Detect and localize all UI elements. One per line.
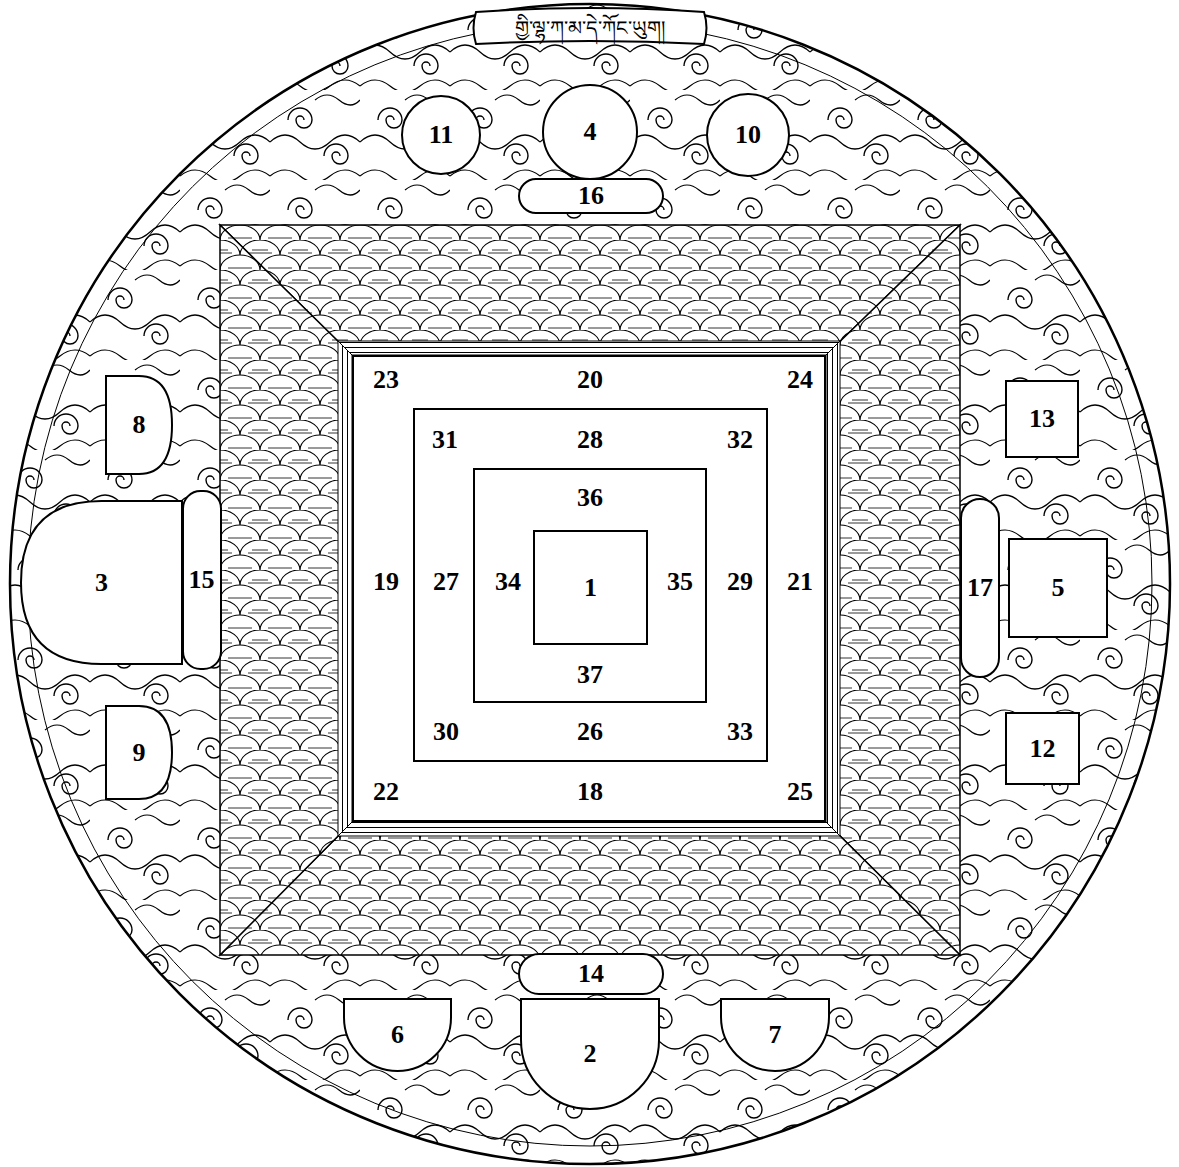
callout-number: 21 <box>787 569 813 595</box>
slot-outline-path <box>344 999 451 1071</box>
mandala-slot: 2 <box>520 998 660 1110</box>
callout-number: 5 <box>1052 575 1065 601</box>
mandala-slot: 4 <box>542 84 638 180</box>
mandala-slot: 6 <box>343 998 452 1072</box>
callout-number: 32 <box>727 427 753 453</box>
callout-number: 20 <box>577 367 603 393</box>
callout-number: 37 <box>577 662 603 688</box>
mandala-slot: 7 <box>720 998 830 1072</box>
mandala-slot: 17 <box>960 498 1000 678</box>
hatched-border <box>338 341 840 836</box>
callout-number: 29 <box>727 569 753 595</box>
mandala-square: 31 28 32 27 29 30 26 33 36 34 35 37 1 <box>413 408 768 762</box>
mandala-slot: 3 <box>20 500 183 665</box>
slot-outline-path <box>721 999 829 1071</box>
slot-outline-path <box>106 376 172 474</box>
slot-outline-path <box>106 706 172 799</box>
mandala-slot: 13 <box>1005 380 1079 458</box>
mandala-slot: 12 <box>1005 712 1080 785</box>
slot-outline-path <box>474 8 707 44</box>
callout-number: 33 <box>727 719 753 745</box>
mandala-slot: 14 <box>518 953 664 995</box>
callout-number: 2 <box>584 1041 597 1067</box>
callout-number: 17 <box>967 575 993 601</box>
callout-number: 23 <box>373 367 399 393</box>
callout-number: 22 <box>373 779 399 805</box>
banner-text: གྱི་ལྷ་ཀ་མ་དེ་ཀོང་ཡུག། <box>515 18 665 38</box>
outer-circle <box>10 4 1170 1164</box>
callout-number: 9 <box>133 740 146 766</box>
callout-number: 30 <box>433 719 459 745</box>
callout-number: 4 <box>584 119 597 145</box>
callout-number: 19 <box>373 569 399 595</box>
title-banner: གྱི་ལྷ་ཀ་མ་དེ་ཀོང་ཡུག། <box>470 8 710 48</box>
mandala-slot: 11 <box>401 95 481 175</box>
slot-outline-path <box>521 999 659 1109</box>
mandala-slot: 8 <box>105 375 173 475</box>
callout-number: 14 <box>578 961 604 987</box>
callout-number: 13 <box>1029 406 1055 432</box>
callout-number: 24 <box>787 367 813 393</box>
callout-number: 18 <box>577 779 603 805</box>
mandala-square: 36 34 35 37 1 <box>473 468 707 703</box>
callout-number: 35 <box>667 569 693 595</box>
callout-number: 6 <box>391 1022 404 1048</box>
callout-number: 27 <box>433 569 459 595</box>
callout-number: 7 <box>769 1022 782 1048</box>
mandala-slot: 15 <box>182 490 222 670</box>
callout-number: 12 <box>1030 736 1056 762</box>
callout-number: 16 <box>578 183 604 209</box>
scale-ground <box>220 225 960 955</box>
mandala-slot: 16 <box>518 178 664 214</box>
callout-number: 36 <box>577 485 603 511</box>
mandala-slot: 10 <box>706 93 790 177</box>
callout-number: 31 <box>432 427 458 453</box>
callout-number: 10 <box>735 122 761 148</box>
callout-number: 28 <box>577 427 603 453</box>
callout-number: 3 <box>95 570 108 596</box>
callout-number: 26 <box>577 719 603 745</box>
callout-number: 25 <box>787 779 813 805</box>
callout-number: 8 <box>133 412 146 438</box>
callout-number: 1 <box>584 575 597 601</box>
callout-number: 15 <box>189 567 215 593</box>
slot-outline-path <box>21 501 182 664</box>
mandala-slot: 5 <box>1008 538 1108 638</box>
mandala-square: 23 20 24 19 21 22 18 25 31 28 32 27 29 30 26 33 36 34 35 37… <box>352 355 826 822</box>
callout-number: 11 <box>429 122 454 148</box>
mandala-slot: 9 <box>105 705 173 800</box>
inner-ring <box>28 22 1152 1146</box>
callout-number: 34 <box>495 569 521 595</box>
mandala-slot: 1 <box>533 530 648 645</box>
